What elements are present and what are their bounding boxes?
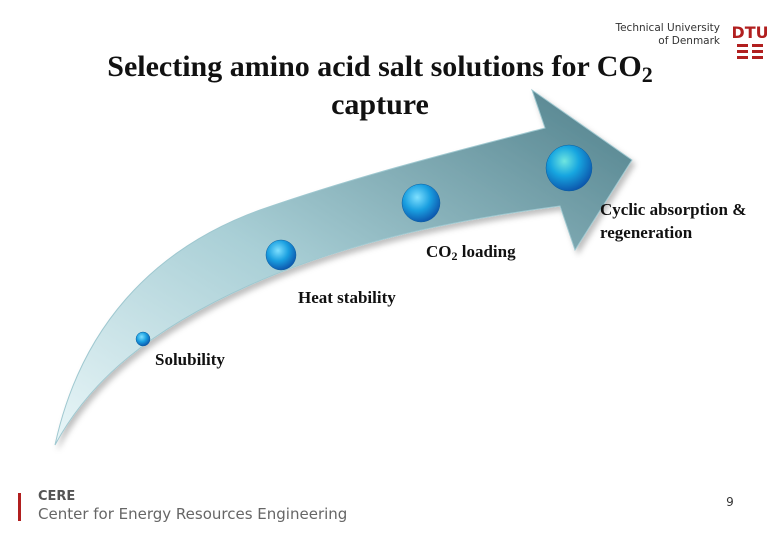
title-subscript: 2 [641, 62, 653, 87]
institution-line2: of Denmark [658, 35, 720, 47]
sphere-co2-loading [401, 183, 441, 223]
label-co2-loading: CO2 loading [426, 242, 516, 262]
cere-accent-bar [18, 493, 21, 521]
label-cyclic-line2: regeneration [600, 223, 693, 242]
label-solubility: Solubility [155, 350, 225, 369]
svg-text:DTU: DTU [733, 23, 767, 42]
dtu-logo-icon: DTU [733, 23, 767, 62]
label-heat-stability: Heat stability [298, 288, 396, 307]
title-main: Selecting amino acid salt solutions for … [107, 50, 642, 83]
institution-line1: Technical University [615, 22, 720, 34]
sphere-cyclic [545, 144, 593, 192]
arrow-shape [54, 88, 633, 446]
sphere-solubility [135, 331, 151, 347]
title-line2: capture [331, 88, 429, 121]
label-cyclic-line1: Cyclic absorption & [600, 200, 747, 219]
footer-org-full: Center for Energy Resources Engineering [38, 505, 348, 523]
footer-org-short: CERE [38, 489, 76, 504]
sphere-heat-stability [265, 239, 297, 271]
label-co2-suffix: loading [457, 242, 516, 261]
page-number: 9 [726, 495, 734, 509]
label-cyclic: Cyclic absorption & regeneration [600, 198, 746, 244]
label-co2-prefix: CO [426, 242, 452, 261]
institution-name: Technical University of Denmark [560, 22, 720, 48]
slide-title: Selecting amino acid salt solutions for … [60, 48, 700, 124]
label-co2-subscript: 2 [451, 249, 458, 263]
